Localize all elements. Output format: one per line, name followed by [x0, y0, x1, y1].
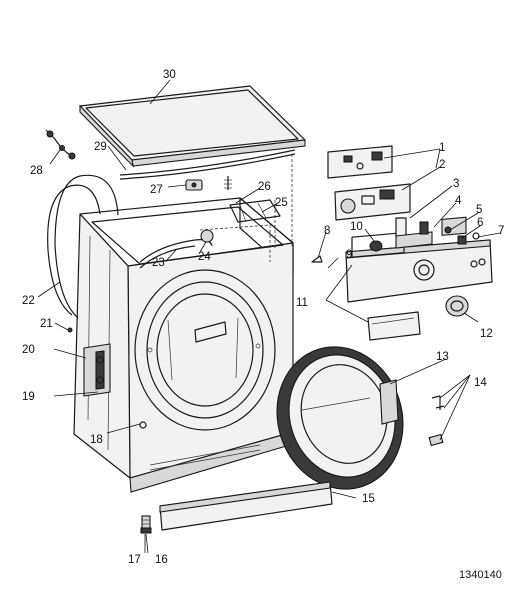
- callout-15: 15: [362, 493, 375, 505]
- display-board: [327, 145, 393, 179]
- door-assembly: [276, 346, 404, 490]
- callout-5: 5: [476, 204, 482, 216]
- callout-30: 30: [163, 69, 176, 81]
- callout-13: 13: [436, 351, 449, 363]
- callout-7: 7: [498, 225, 504, 237]
- callout-28: 28: [30, 165, 43, 177]
- clip-8: [311, 255, 323, 263]
- callout-8: 8: [324, 225, 330, 237]
- program-knob: [445, 295, 469, 317]
- callout-1: 1: [439, 142, 445, 154]
- callout-14: 14: [474, 377, 487, 389]
- callout-19: 19: [22, 391, 35, 403]
- kickplate: [159, 481, 333, 531]
- part-7: [472, 232, 480, 240]
- spring: [224, 176, 232, 190]
- top-lid: [79, 85, 306, 168]
- cable-clip: [185, 179, 203, 191]
- callout-26: 26: [258, 181, 271, 193]
- callout-18: 18: [90, 434, 103, 446]
- door-lock-parts: [428, 395, 445, 447]
- door-gasket: [47, 174, 119, 319]
- callout-10: 10: [350, 221, 363, 233]
- callout-24: 24: [198, 251, 211, 263]
- door-hinge: [83, 343, 111, 397]
- callout-12: 12: [480, 328, 493, 340]
- part-5: [444, 226, 452, 234]
- callout-3: 3: [453, 178, 459, 190]
- callout-22: 22: [22, 295, 35, 307]
- detergent-drawer: [367, 311, 421, 341]
- callout-27: 27: [150, 184, 163, 196]
- callout-4: 4: [455, 195, 462, 207]
- callout-6: 6: [477, 217, 483, 229]
- leader-lines: [37, 79, 501, 554]
- lid-rail: [119, 149, 296, 180]
- diagram-reference-number: 1340140: [459, 569, 502, 581]
- callout-21: 21: [40, 318, 53, 330]
- callout-23: 23: [152, 257, 165, 269]
- drum-opening: [134, 269, 276, 431]
- callout-20: 20: [22, 344, 35, 356]
- main-board: [334, 183, 411, 221]
- callout-16: 16: [155, 554, 168, 566]
- callout-29: 29: [94, 141, 107, 153]
- part-6: [457, 235, 467, 245]
- switch-block: [395, 217, 433, 249]
- hose: [139, 229, 214, 269]
- callout-17: 17: [128, 554, 141, 566]
- inlet-hose: [45, 129, 76, 160]
- top-bracket: [229, 199, 281, 223]
- callout-11: 11: [296, 297, 308, 309]
- callout-9: 9: [346, 249, 352, 261]
- callout-2: 2: [439, 159, 445, 171]
- callout-25: 25: [275, 197, 288, 209]
- control-panel: [345, 216, 493, 303]
- adjustable-foot: [140, 515, 152, 534]
- screw-18: [139, 421, 147, 429]
- screw-21: [67, 327, 73, 333]
- knob-10: [369, 240, 383, 252]
